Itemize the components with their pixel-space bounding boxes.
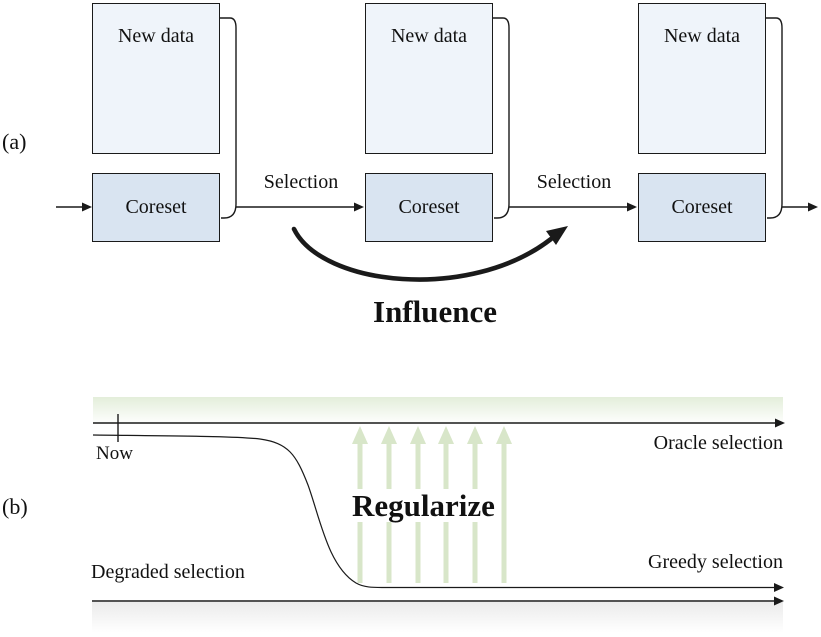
input-arrow-head: [82, 202, 92, 212]
new-data-box: New data: [92, 3, 220, 154]
influence-arrow-curve: [291, 226, 554, 282]
feed-bracket: [220, 17, 237, 219]
coreset-box: Coreset: [92, 173, 220, 242]
selection-label: Selection: [263, 171, 339, 193]
regularize-arrow-head: [438, 426, 454, 444]
coreset-box: Coreset: [638, 173, 766, 242]
bottom-arrow-head: [774, 596, 784, 606]
panel-a-connectors: [56, 17, 818, 282]
regularize-arrow-head: [381, 426, 397, 444]
greedy-selection-label: Greedy selection: [648, 551, 783, 573]
regularize-label: Regularize: [347, 489, 500, 522]
coreset-box: Coreset: [365, 173, 493, 242]
oracle-selection-label: Oracle selection: [653, 432, 783, 454]
oracle-region-band: [93, 397, 783, 423]
now-label: Now: [96, 443, 133, 464]
regularize-arrow-head: [352, 426, 368, 444]
regularize-arrow-shaft: [501, 442, 507, 583]
panel-b-label: (b): [2, 494, 28, 519]
new-data-label: New data: [663, 25, 741, 47]
new-data-box: New data: [638, 3, 766, 154]
regularize-arrow-head: [496, 426, 512, 444]
panel-a-label: (a): [2, 129, 27, 154]
new-data-box: New data: [365, 3, 493, 154]
degraded-selection-label: Degraded selection: [91, 561, 245, 583]
new-data-label: New data: [390, 25, 468, 47]
new-data-label: New data: [117, 25, 195, 47]
coreset-label: Coreset: [398, 196, 460, 218]
feed-bracket: [766, 17, 783, 219]
selection-label: Selection: [536, 171, 612, 193]
bottom-shadow-band: [92, 602, 783, 633]
influence-arrow-head: [546, 226, 568, 245]
coreset-label: Coreset: [671, 196, 733, 218]
selection-arrow-head: [354, 202, 364, 212]
selection-arrow-head: [627, 202, 637, 212]
regularize-arrow-head: [410, 426, 426, 444]
regularize-arrow-head: [467, 426, 483, 444]
degraded-curve: [92, 434, 775, 589]
oracle-arrow-head: [775, 418, 785, 428]
influence-label: Influence: [373, 294, 497, 329]
output-arrow-head: [808, 202, 818, 212]
greedy-arrow-head: [774, 583, 784, 592]
coreset-label: Coreset: [125, 196, 187, 218]
feed-bracket: [493, 17, 510, 219]
